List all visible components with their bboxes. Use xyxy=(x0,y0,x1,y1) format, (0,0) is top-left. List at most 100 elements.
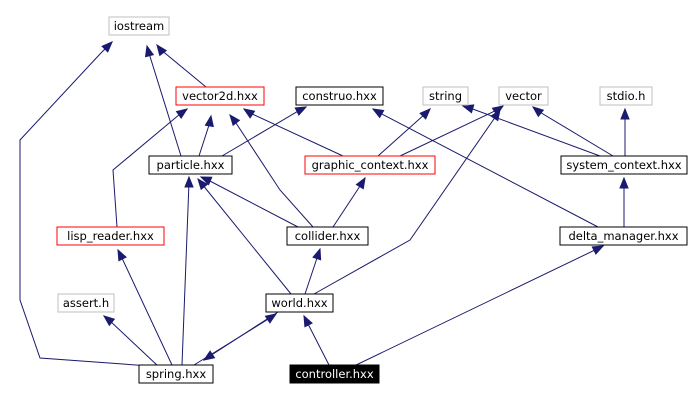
arrow-head xyxy=(242,108,256,119)
edge-line xyxy=(532,106,614,157)
arrow-head xyxy=(294,106,308,116)
edge-system_context-to-string xyxy=(461,104,601,157)
node-label: delta_manager.hxx xyxy=(568,229,678,243)
arrow-head xyxy=(371,108,385,119)
edge-line xyxy=(19,41,151,367)
edge-system_context-to-vector xyxy=(531,106,614,157)
edge-line xyxy=(229,114,314,228)
arrow-head xyxy=(312,247,322,261)
edge-line xyxy=(200,176,299,228)
node-box xyxy=(422,86,469,106)
edge-world-to-spring xyxy=(202,311,279,361)
arrow-head xyxy=(531,106,545,118)
node-lisp-reader[interactable]: lisp_reader.hxx xyxy=(56,226,165,246)
arrow-head xyxy=(117,248,127,262)
node-box xyxy=(265,293,334,313)
arrow-head xyxy=(355,176,366,190)
edge-world-to-vector xyxy=(313,108,501,295)
node-collider[interactable]: collider.hxx xyxy=(286,226,369,246)
edge-system_context-to-stdio xyxy=(620,107,630,156)
edge-collider-to-vector2d xyxy=(229,113,314,228)
edge-spring-to-particle xyxy=(181,175,194,366)
arrow-head xyxy=(184,175,194,188)
node-box xyxy=(289,364,380,384)
node-box xyxy=(286,226,369,246)
edge-controller-to-world xyxy=(303,314,330,366)
node-box xyxy=(498,86,549,106)
node-label: iostream xyxy=(114,19,165,33)
arrow-head xyxy=(175,108,189,119)
node-box xyxy=(148,155,233,175)
node-label: stdio.h xyxy=(607,89,646,103)
edge-spring-to-lisp_reader xyxy=(117,248,173,366)
edge-lisp_reader-to-vector2d xyxy=(112,108,189,228)
node-spring[interactable]: spring.hxx xyxy=(138,364,214,384)
node-box xyxy=(560,155,688,175)
node-delta-manager[interactable]: delta_manager.hxx xyxy=(559,226,688,246)
edge-delta_manager-to-system_context xyxy=(619,176,629,227)
node-label: vector xyxy=(505,89,542,103)
node-label: graphic_context.hxx xyxy=(312,158,429,172)
edge-line xyxy=(181,177,190,366)
edge-graphic_context-to-vector2d xyxy=(242,108,344,157)
node-vector[interactable]: vector xyxy=(498,86,549,106)
node-label: system_context.hxx xyxy=(566,158,681,172)
node-stdio[interactable]: stdio.h xyxy=(599,86,653,106)
node-label: assert.h xyxy=(63,296,109,310)
arrow-head xyxy=(620,107,630,120)
arrow-head xyxy=(144,44,155,58)
node-layer: iostream vector2d.hxx construo.hxx strin… xyxy=(56,16,688,384)
arrow-head xyxy=(591,245,605,255)
arrow-head xyxy=(303,314,313,328)
node-vector2d[interactable]: vector2d.hxx xyxy=(175,86,265,106)
node-box xyxy=(599,86,653,106)
arrow-head xyxy=(101,41,113,53)
node-box xyxy=(138,364,214,384)
edge-line xyxy=(197,178,292,295)
edge-line xyxy=(103,315,159,367)
node-box xyxy=(56,226,165,246)
arrow-head xyxy=(461,104,475,114)
edge-graphic_context-to-string xyxy=(377,108,431,157)
node-box xyxy=(559,226,688,246)
edge-line xyxy=(462,105,601,157)
arrow-head xyxy=(264,313,278,324)
edge-particle-to-construo xyxy=(221,106,308,157)
edge-line xyxy=(243,108,344,157)
arrow-head xyxy=(419,108,431,120)
node-particle[interactable]: particle.hxx xyxy=(148,155,233,175)
node-label: controller.hxx xyxy=(295,367,374,381)
node-string[interactable]: string xyxy=(422,86,469,106)
node-construo[interactable]: construo.hxx xyxy=(295,86,384,106)
edge-delta_manager-to-construo xyxy=(371,108,599,228)
node-label: collider.hxx xyxy=(295,229,361,243)
node-box xyxy=(57,293,115,313)
edge-spring-to-iostream xyxy=(19,41,151,367)
edge-vector2d-to-iostream xyxy=(156,43,207,88)
arrow-head xyxy=(204,114,214,128)
node-controller[interactable]: controller.hxx xyxy=(289,364,380,384)
arrow-head xyxy=(229,113,241,127)
node-graphic-context[interactable]: graphic_context.hxx xyxy=(304,155,436,175)
node-label: world.hxx xyxy=(271,296,327,310)
node-iostream[interactable]: iostream xyxy=(108,16,170,36)
edge-line xyxy=(221,106,307,157)
node-label: construo.hxx xyxy=(302,89,377,103)
node-label: string xyxy=(429,89,462,103)
node-box xyxy=(295,86,384,106)
node-label: particle.hxx xyxy=(157,158,225,172)
arrow-head xyxy=(102,315,116,327)
edge-line xyxy=(117,249,173,366)
node-box xyxy=(304,155,436,175)
edge-collider-to-graphic_context xyxy=(332,176,366,228)
arrow-head xyxy=(202,350,216,361)
node-box xyxy=(108,16,170,36)
node-world[interactable]: world.hxx xyxy=(265,293,334,313)
arrow-head xyxy=(490,108,501,122)
edge-line xyxy=(313,109,501,295)
node-label: spring.hxx xyxy=(146,367,207,381)
node-assert[interactable]: assert.h xyxy=(57,293,115,313)
node-system-context[interactable]: system_context.hxx xyxy=(560,155,688,175)
edge-line xyxy=(203,311,279,361)
